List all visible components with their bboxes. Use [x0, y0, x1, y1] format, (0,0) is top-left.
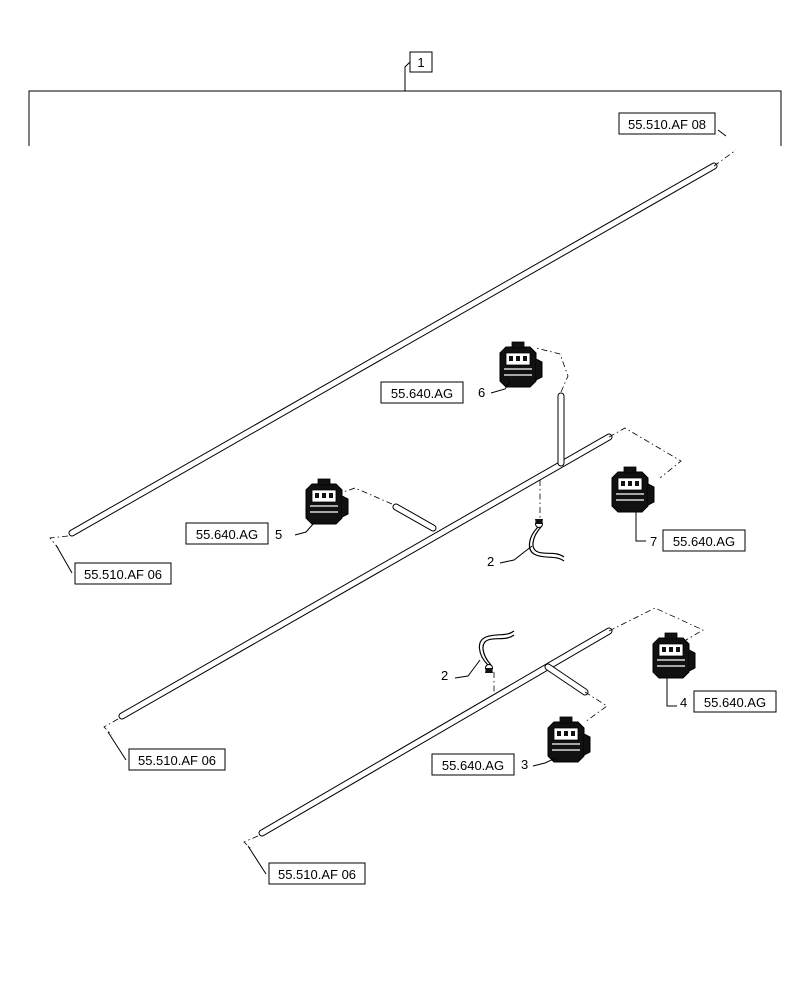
ref-harness-middle-text: 55.510.AF 06 — [138, 753, 216, 768]
callout-3: 3 — [521, 757, 528, 772]
harness-top-ref-leader — [717, 129, 727, 137]
callout-5: 5 — [275, 527, 282, 542]
harness-lower-tube — [258, 627, 613, 837]
connector-7-leader — [635, 512, 646, 542]
ref-connector-3-text: 55.640.AG — [442, 758, 504, 773]
harness-lower-dash — [243, 835, 259, 851]
harness-upper-ref-leader — [55, 544, 73, 574]
connector-4-icon — [652, 632, 696, 679]
connector-4-leader — [666, 678, 677, 707]
ref-harness-lower-text: 55.510.AF 06 — [278, 867, 356, 882]
ref-harness-upper: 55.510.AF 06 — [74, 562, 172, 585]
connector-4-dash — [608, 607, 704, 641]
clip-upper-leader — [499, 545, 533, 564]
ref-connector-5-text: 55.640.AG — [196, 527, 258, 542]
connector-5-leader — [294, 522, 315, 536]
ref-harness-upper-text: 55.510.AF 06 — [84, 567, 162, 582]
callout-6: 6 — [478, 385, 485, 400]
harness-upper-leader-dash — [49, 535, 69, 549]
ref-connector-5: 55.640.AG — [185, 522, 269, 545]
harness-middle-dash — [103, 718, 119, 736]
ref-connector-6-text: 55.640.AG — [391, 386, 453, 401]
harness-middle-tube — [118, 392, 613, 720]
callout-2-upper: 2 — [487, 554, 494, 569]
ref-connector-7-text: 55.640.AG — [673, 534, 735, 549]
ref-harness-middle: 55.510.AF 06 — [128, 748, 226, 771]
connector-6-icon — [499, 341, 543, 388]
clip-lower-icon — [478, 630, 515, 674]
ref-connector-3: 55.640.AG — [431, 753, 515, 776]
harness-top-tube — [68, 162, 718, 537]
ref-harness-top-text: 55.510.AF 08 — [628, 117, 706, 132]
connector-7-dash — [608, 427, 682, 479]
callout-4: 4 — [680, 695, 687, 710]
connector-3-dash — [584, 691, 608, 723]
connector-6-dash — [535, 347, 569, 393]
callout-2-lower: 2 — [441, 668, 448, 683]
connector-3-leader — [532, 757, 557, 767]
connector-5-icon — [305, 478, 349, 525]
item-1-callout: 1 — [409, 51, 433, 73]
ref-connector-6: 55.640.AG — [380, 381, 464, 404]
ref-connector-4: 55.640.AG — [693, 690, 777, 713]
connector-5-dash — [339, 487, 393, 505]
connector-6-leader — [490, 381, 511, 394]
ref-connector-7: 55.640.AG — [662, 529, 746, 552]
connector-3-icon — [547, 716, 591, 763]
ref-harness-top: 55.510.AF 08 — [618, 112, 716, 135]
connector-7-icon — [611, 466, 655, 513]
item-1-label: 1 — [417, 55, 424, 70]
harness-middle-ref-leader — [107, 731, 127, 761]
clip-lower-leader — [454, 659, 481, 679]
ref-connector-4-text: 55.640.AG — [704, 695, 766, 710]
clip-upper-icon — [528, 518, 565, 562]
assembly-bracket — [28, 61, 782, 146]
harness-lower-ref-leader — [247, 845, 267, 875]
ref-harness-lower: 55.510.AF 06 — [268, 862, 366, 885]
harness-top-leader-end — [713, 149, 737, 167]
callout-7: 7 — [650, 534, 657, 549]
